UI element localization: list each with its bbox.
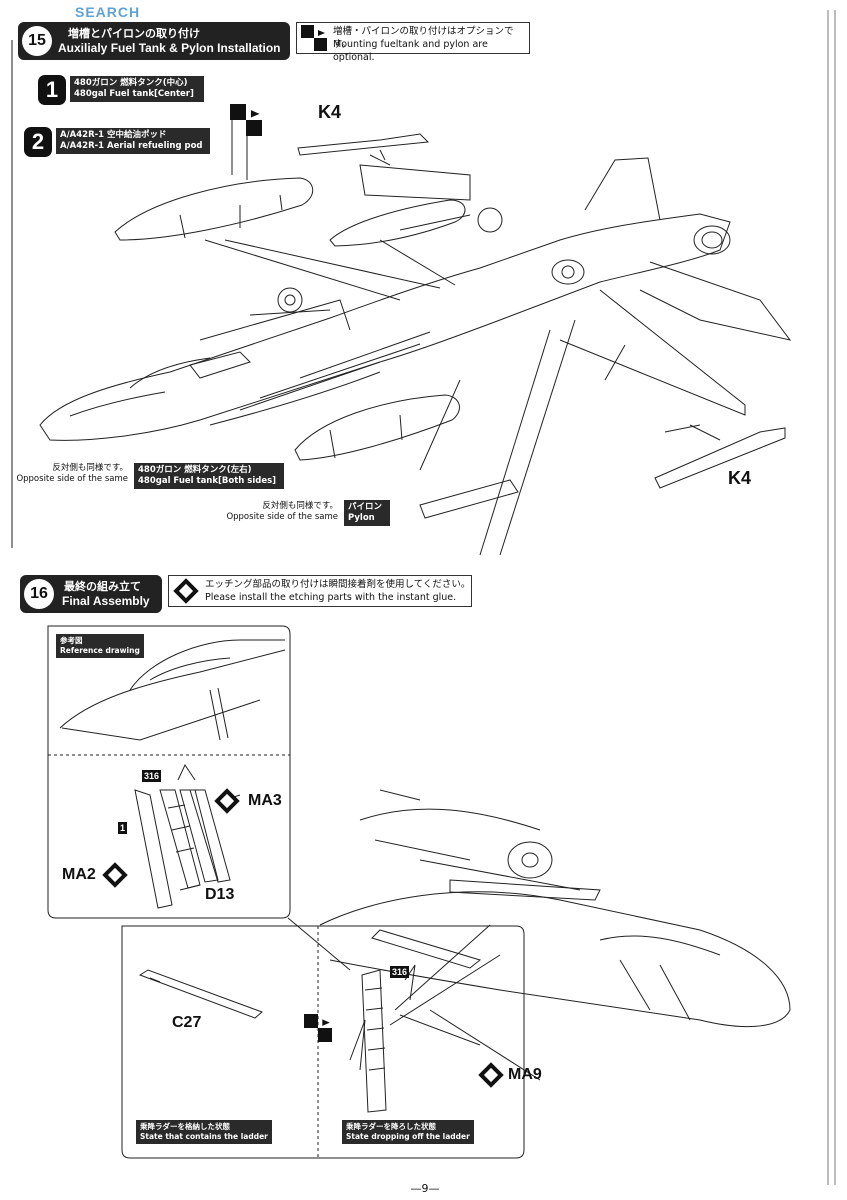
pylon-opposite-jp: 反対側も同様です。 bbox=[262, 501, 338, 511]
optional-icon bbox=[304, 1014, 332, 1042]
step-15-title-jp: 増槽とパイロンの取り付け bbox=[68, 27, 200, 40]
watermark: SEARCH bbox=[75, 4, 141, 20]
caption-ladder-deployed-jp: 乗降ラダーを降ろした状態 bbox=[346, 1122, 436, 1131]
caption-ladder-deployed-en: State dropping off the ladder bbox=[346, 1132, 470, 1141]
pylon-label-en: Pylon bbox=[348, 513, 375, 523]
part-tag-316: 316 bbox=[142, 770, 162, 782]
option-1-label-en: 480gal Fuel tank[Center] bbox=[74, 89, 194, 99]
part-ma9-label: MA9 bbox=[508, 1066, 542, 1083]
pylon-label: パイロン Pylon bbox=[344, 500, 390, 526]
optional-icon bbox=[230, 104, 262, 136]
option-1-number: 1 bbox=[38, 75, 66, 105]
pylon-opposite-en: Opposite side of the same bbox=[226, 512, 338, 522]
step-16-header: 16 最終の組み立て Final Assembly bbox=[20, 575, 162, 613]
part-k4-top-label: K4 bbox=[318, 102, 342, 122]
part-k4-bottom-label: K4 bbox=[728, 468, 752, 488]
optional-note-en: Mounting fueltank and pylon are optional… bbox=[333, 39, 488, 63]
reference-drawing-en: Reference drawing bbox=[60, 646, 140, 655]
side-tank-label: 480ガロン 燃料タンク(左右) 480gal Fuel tank[Both s… bbox=[134, 463, 284, 489]
part-tag-1: 1 bbox=[118, 822, 128, 834]
step-16-number: 16 bbox=[24, 579, 54, 609]
step-15-number: 15 bbox=[22, 26, 52, 56]
step-15-header: 15 増槽とパイロンの取り付け Auxilialy Fuel Tank & Py… bbox=[18, 22, 290, 60]
caption-ladder-stowed-jp: 乗降ラダーを格納した状態 bbox=[140, 1122, 230, 1131]
caption-ladder-stowed-en: State that contains the ladder bbox=[140, 1132, 268, 1141]
part-tag-316: 316 bbox=[390, 966, 410, 978]
side-tank-label-en: 480gal Fuel tank[Both sides] bbox=[138, 476, 277, 486]
part-c27-label: C27 bbox=[172, 1014, 202, 1031]
option-2-label: A/A42R-1 空中給油ポッド A/A42R-1 Aerial refueli… bbox=[56, 128, 210, 154]
optional-note-jp: 増槽・パイロンの取り付けはオプションです。 bbox=[333, 26, 514, 50]
part-ma2-label: MA2 bbox=[62, 866, 96, 883]
reference-drawing-label: 参考図 Reference drawing bbox=[56, 634, 144, 658]
reference-drawing-jp: 参考図 bbox=[60, 636, 83, 645]
pylon-label-jp: パイロン bbox=[348, 502, 383, 512]
side-tank-opposite-note: 反対側も同様です。 Opposite side of the same bbox=[8, 463, 128, 485]
caption-ladder-deployed: 乗降ラダーを降ろした状態 State dropping off the ladd… bbox=[342, 1120, 474, 1144]
optional-icon bbox=[301, 25, 327, 51]
caption-ladder-stowed: 乗降ラダーを格納した状態 State that contains the lad… bbox=[136, 1120, 272, 1144]
option-2-label-en: A/A42R-1 Aerial refueling pod bbox=[60, 141, 203, 151]
side-tank-opposite-en: Opposite side of the same bbox=[16, 474, 128, 484]
step-16-glue-note: エッチング部品の取り付けは瞬間接着剤を使用してください。 Please inst… bbox=[168, 575, 472, 607]
option-2-label-jp: A/A42R-1 空中給油ポッド bbox=[60, 130, 167, 140]
part-d13-label: D13 bbox=[205, 886, 235, 903]
step-15-optional-note: 増槽・パイロンの取り付けはオプションです。 Mounting fueltank … bbox=[296, 22, 530, 63]
glue-note-en: Please install the etching parts with th… bbox=[205, 592, 457, 603]
step-16-title-en: Final Assembly bbox=[62, 594, 150, 608]
step-16-title-jp: 最終の組み立て bbox=[64, 580, 141, 593]
option-1-label-jp: 480ガロン 燃料タンク(中心) bbox=[74, 78, 188, 88]
step-15-title-en: Auxilialy Fuel Tank & Pylon Installation bbox=[58, 41, 281, 55]
etching-part-icon bbox=[173, 578, 199, 604]
glue-note-jp: エッチング部品の取り付けは瞬間接着剤を使用してください。 bbox=[205, 579, 471, 590]
pylon-opposite-note: 反対側も同様です。 Opposite side of the same bbox=[218, 501, 338, 523]
side-tank-opposite-jp: 反対側も同様です。 bbox=[52, 463, 128, 473]
page-number: —9— bbox=[410, 1182, 440, 1195]
option-2-number: 2 bbox=[24, 127, 52, 157]
option-1-label: 480ガロン 燃料タンク(中心) 480gal Fuel tank[Center… bbox=[70, 76, 204, 102]
part-ma3-label: MA3 bbox=[248, 792, 282, 809]
side-tank-label-jp: 480ガロン 燃料タンク(左右) bbox=[138, 465, 252, 475]
